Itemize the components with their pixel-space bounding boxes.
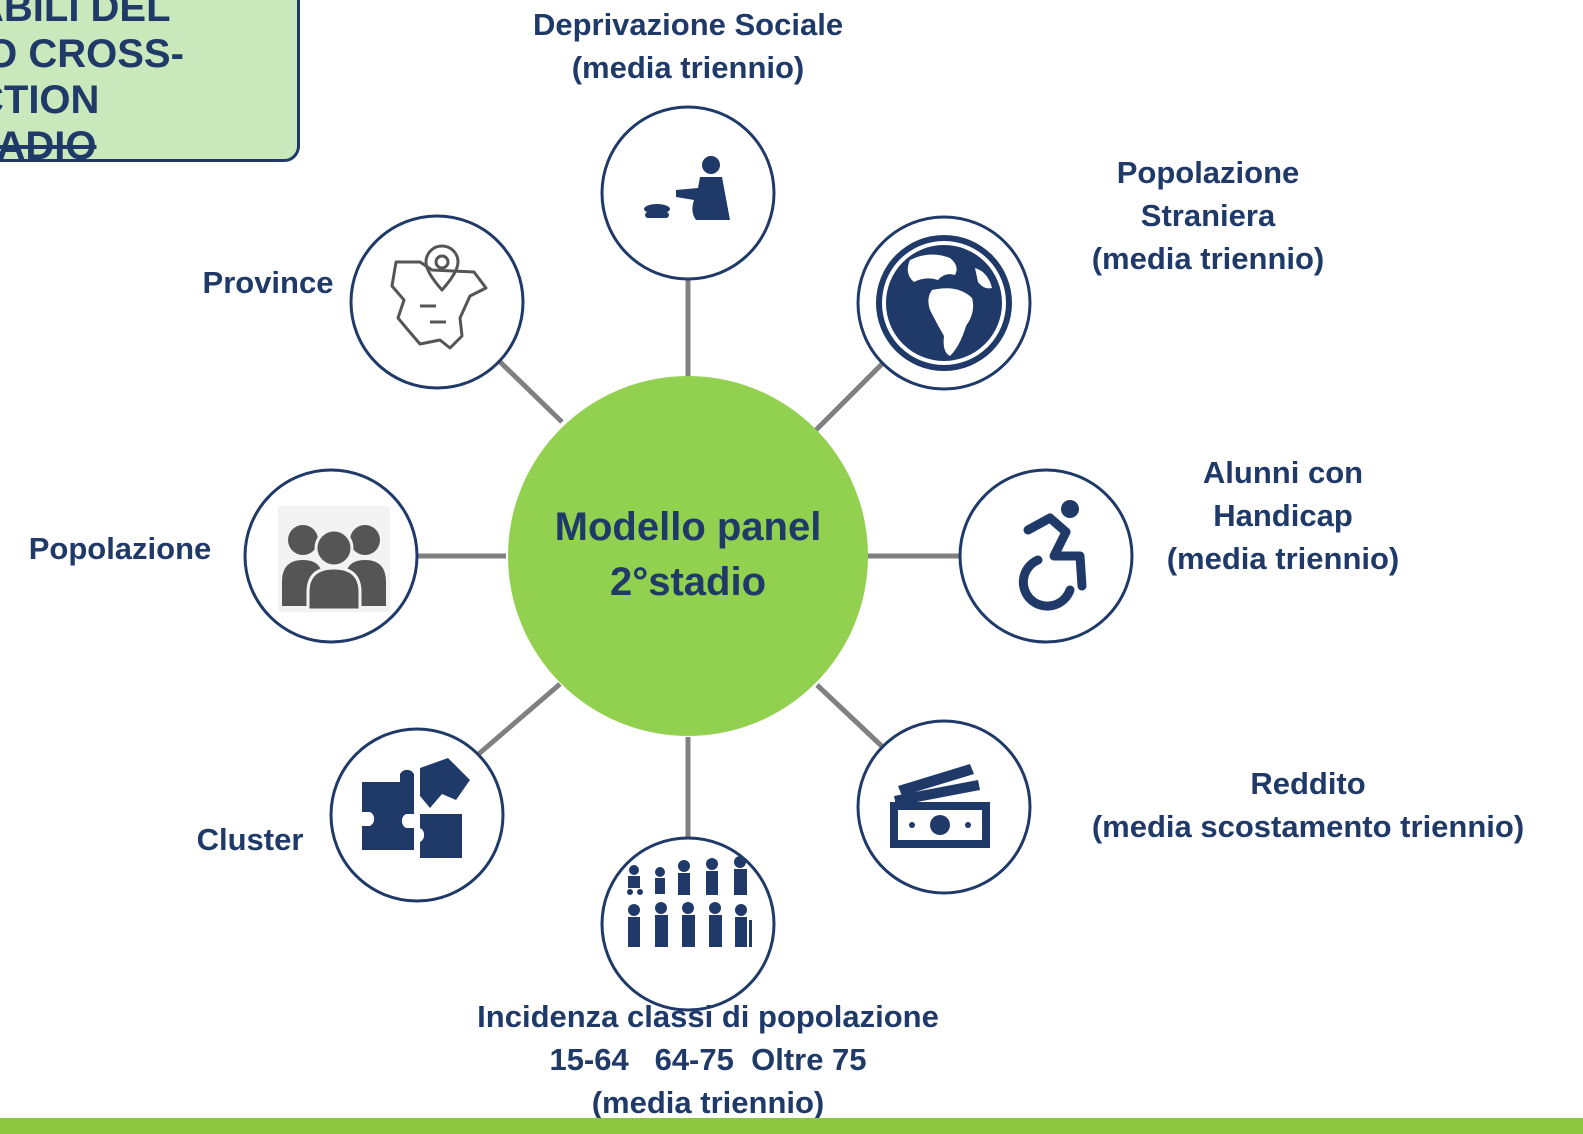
label-reddito-line-2: (media scostamento triennio) xyxy=(1091,809,1525,844)
connector-straniera xyxy=(808,360,886,438)
group-icon xyxy=(278,506,390,612)
label-deprivazione-line-2: (media triennio) xyxy=(571,50,805,85)
connector-province xyxy=(493,355,564,424)
label-classi: Incidenza classi di popolazione 15-64 64… xyxy=(428,995,988,1124)
center-line-2: 2°stadio xyxy=(609,560,767,604)
label-reddito: Reddito (media scostamento triennio) xyxy=(1038,762,1578,848)
node-circle-cluster xyxy=(329,727,505,903)
connector-cluster xyxy=(472,682,562,760)
bottom-accent-bar xyxy=(0,1118,1583,1134)
label-straniera-line-2: Straniera xyxy=(1140,198,1276,233)
label-cluster-line-1: Cluster xyxy=(196,822,304,857)
label-popolazione-line-1: Popolazione xyxy=(28,531,212,566)
label-province-line-1: Province xyxy=(202,265,334,300)
globe-icon xyxy=(876,235,1012,371)
label-reddito-line-1: Reddito xyxy=(1250,766,1366,801)
label-popolazione: Popolazione xyxy=(0,527,240,570)
label-straniera-line-3: (media triennio) xyxy=(1091,241,1325,276)
label-deprivazione: Deprivazione Sociale (media triennio) xyxy=(478,3,898,89)
label-classi-line-3: (media triennio) xyxy=(591,1085,825,1120)
node-circle-province xyxy=(349,214,525,390)
map-pin-icon xyxy=(390,244,488,350)
label-handicap: Alunni con Handicap (media triennio) xyxy=(1133,451,1433,580)
label-straniera-line-1: Popolazione xyxy=(1116,155,1300,190)
label-cluster: Cluster xyxy=(170,818,330,861)
label-handicap-line-3: (media triennio) xyxy=(1166,541,1400,576)
label-classi-line-1: Incidenza classi di popolazione xyxy=(477,999,939,1034)
label-handicap-line-2: Handicap xyxy=(1213,498,1353,533)
puzzle-icon xyxy=(362,758,470,858)
person-begging-icon xyxy=(644,156,730,220)
section-title-text: ABILI DEL IO CROSS- CTION TADIO xyxy=(0,0,184,169)
label-straniera: Popolazione Straniera (media triennio) xyxy=(1058,151,1358,280)
connector-reddito xyxy=(815,683,890,754)
label-classi-line-2: 15-64 64-75 Oltre 75 xyxy=(549,1042,867,1077)
section-title-box: ABILI DEL IO CROSS- CTION TADIO xyxy=(0,0,300,168)
title-line-2: IO CROSS- xyxy=(0,32,184,76)
age-groups-icon xyxy=(627,856,752,947)
node-circle-handicap xyxy=(958,468,1134,644)
label-province: Province xyxy=(178,261,358,304)
title-line-3: CTION xyxy=(0,78,100,122)
money-icon xyxy=(890,764,990,848)
wheelchair-icon xyxy=(1018,500,1087,611)
center-circle xyxy=(508,376,868,736)
label-handicap-line-1: Alunni con xyxy=(1202,455,1364,490)
label-deprivazione-line-1: Deprivazione Sociale xyxy=(532,7,844,42)
center-label: Modello panel 2°stadio xyxy=(508,500,868,610)
center-line-1: Modello panel xyxy=(554,505,822,549)
title-line-1: ABILI DEL xyxy=(0,0,171,30)
title-line-4: TADIO xyxy=(0,124,97,168)
